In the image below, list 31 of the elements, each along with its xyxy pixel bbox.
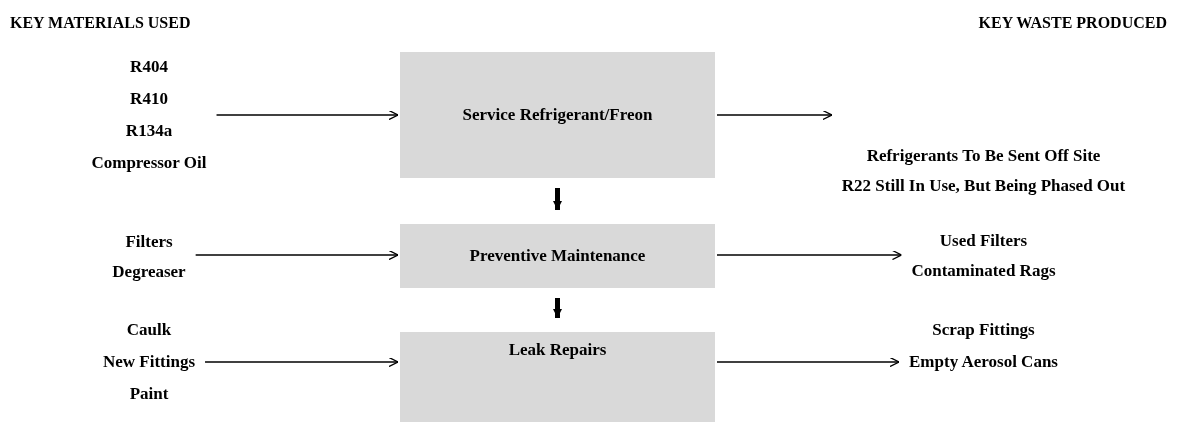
material-item: R134a <box>124 120 174 142</box>
arrow <box>195 249 399 261</box>
process-label: Preventive Maintenance <box>468 245 647 267</box>
waste-item: Contaminated Rags <box>910 260 1057 282</box>
process-label: Leak Repairs <box>507 339 608 361</box>
process-box <box>400 332 715 422</box>
process-label: Service Refrigerant/Freon <box>461 104 654 126</box>
material-item: Filters <box>124 231 174 253</box>
arrow <box>204 356 399 368</box>
material-item: R410 <box>129 88 169 110</box>
waste-item: Scrap Fittings <box>931 319 1036 341</box>
waste-item: R22 Still In Use, But Being Phased Out <box>840 175 1127 197</box>
process-box <box>400 224 715 288</box>
column-heading: KEY MATERIALS USED <box>10 14 191 32</box>
material-item: Paint <box>128 383 170 405</box>
waste-item: Refrigerants To Be Sent Off Site <box>865 145 1102 167</box>
arrow <box>716 249 903 261</box>
down-arrow <box>553 188 562 210</box>
waste-item: Used Filters <box>938 230 1029 252</box>
arrow <box>716 109 833 121</box>
arrow <box>716 356 900 368</box>
material-item: R404 <box>129 56 169 78</box>
arrow <box>215 109 399 121</box>
down-arrow <box>553 298 562 318</box>
process-box <box>400 52 715 178</box>
column-heading: KEY WASTE PRODUCED <box>978 14 1167 32</box>
material-item: Caulk <box>125 319 173 341</box>
material-item: Degreaser <box>111 261 187 283</box>
material-item: New Fittings <box>101 351 197 373</box>
waste-item: Empty Aerosol Cans <box>908 351 1059 373</box>
material-item: Compressor Oil <box>90 152 208 174</box>
